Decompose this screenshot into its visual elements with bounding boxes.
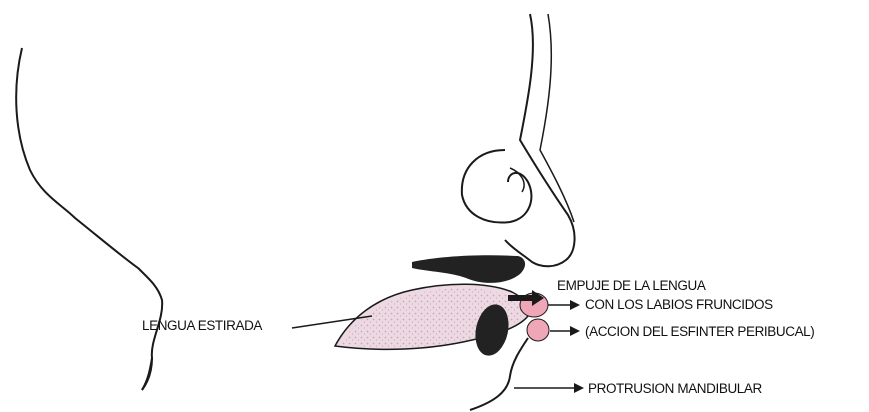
tongue-thrust-label: EMPUJE DE LA LENGUA	[557, 279, 705, 293]
face-profile	[505, 14, 575, 266]
head-outline	[16, 48, 162, 390]
pursed-lips-arrowhead	[570, 300, 580, 310]
mandible-label: PROTRUSION MANDIBULAR	[588, 382, 762, 396]
sphincter-label: (ACCION DEL ESFINTER PERIBUCAL)	[585, 325, 814, 339]
lower-lip	[527, 319, 549, 341]
palate-shape	[412, 255, 525, 283]
pursed-lips-label: CON LOS LABIOS FRUNCIDOS	[585, 298, 773, 312]
tongue-label: LENGUA ESTIRADA	[142, 319, 262, 333]
mandible-arrowhead	[574, 383, 584, 393]
ear-outline	[462, 150, 532, 223]
ear-inner	[510, 168, 524, 192]
face-profile-inner	[540, 14, 574, 222]
sphincter-arrowhead	[570, 326, 580, 336]
